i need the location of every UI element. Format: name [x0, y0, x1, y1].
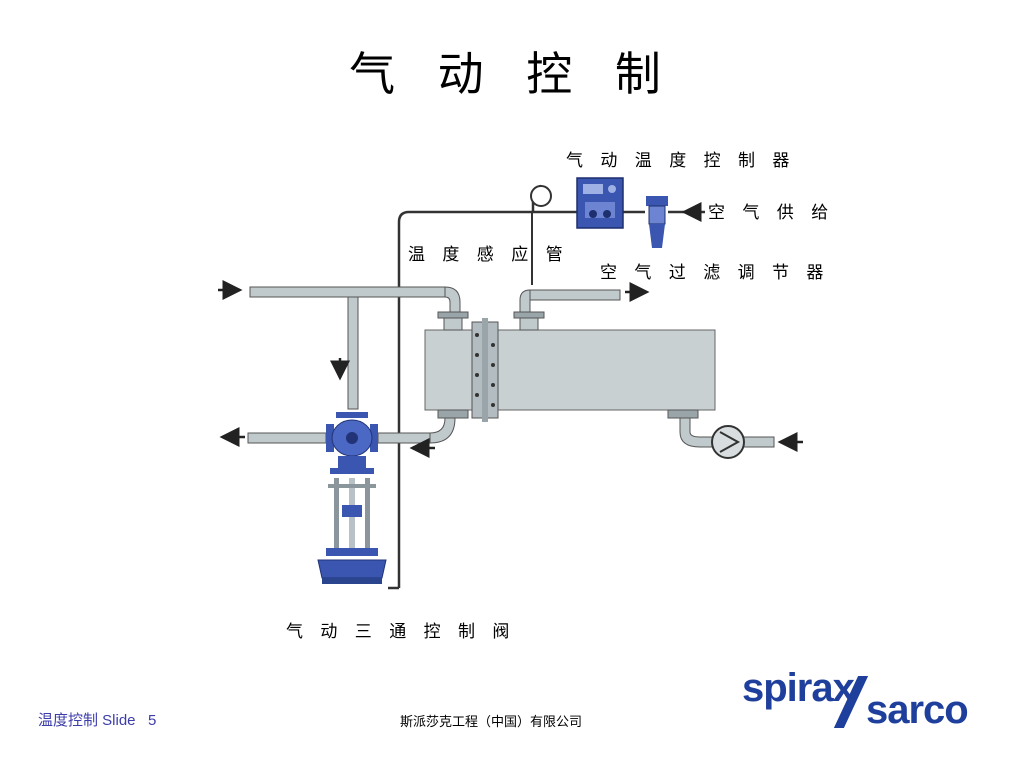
footer-slide-label: 温度控制 Slide 5 — [38, 712, 157, 729]
spirax-sarco-logo: spirax sarco — [738, 666, 974, 732]
label-valve: 气 动 三 通 控 制 阀 — [286, 622, 516, 642]
logo-word-sarco: sarco — [866, 688, 969, 732]
label-controller: 气 动 温 度 控 制 器 — [566, 151, 796, 171]
label-sensor: 温 度 感 应 管 — [408, 245, 569, 265]
page-title: 气 动 控 制 — [349, 47, 675, 101]
filter-regulator — [646, 196, 668, 248]
label-filter-regulator: 空 气 过 滤 调 节 器 — [600, 263, 830, 283]
label-air-supply: 空 气 供 给 — [708, 203, 835, 223]
controller-device — [530, 177, 624, 229]
pump — [711, 425, 745, 459]
heat-exchanger — [424, 311, 716, 422]
flow-arrows — [218, 202, 803, 458]
footer-company: 斯派莎克工程（中国）有限公司 — [400, 715, 583, 730]
three-way-valve — [317, 412, 387, 584]
logo-word-spirax: spirax — [742, 666, 855, 710]
